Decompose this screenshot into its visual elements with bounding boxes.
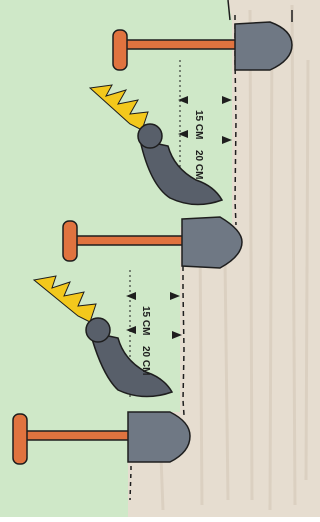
gardener-icon [32, 275, 174, 398]
soil-texture [158, 4, 310, 511]
measurement-label-lower-15: 15 CM [140, 306, 151, 335]
spade-icon [112, 21, 293, 71]
measurement-arrows [126, 96, 232, 339]
measurement-label-lower-20: 20 CM [140, 346, 151, 375]
measurement-label-upper-15: 15 CM [193, 110, 204, 139]
measurement-label-upper-20: 20 CM [193, 150, 204, 179]
spade-icon [62, 216, 243, 269]
gardener-icon [88, 84, 224, 206]
spade-icon [12, 411, 191, 465]
